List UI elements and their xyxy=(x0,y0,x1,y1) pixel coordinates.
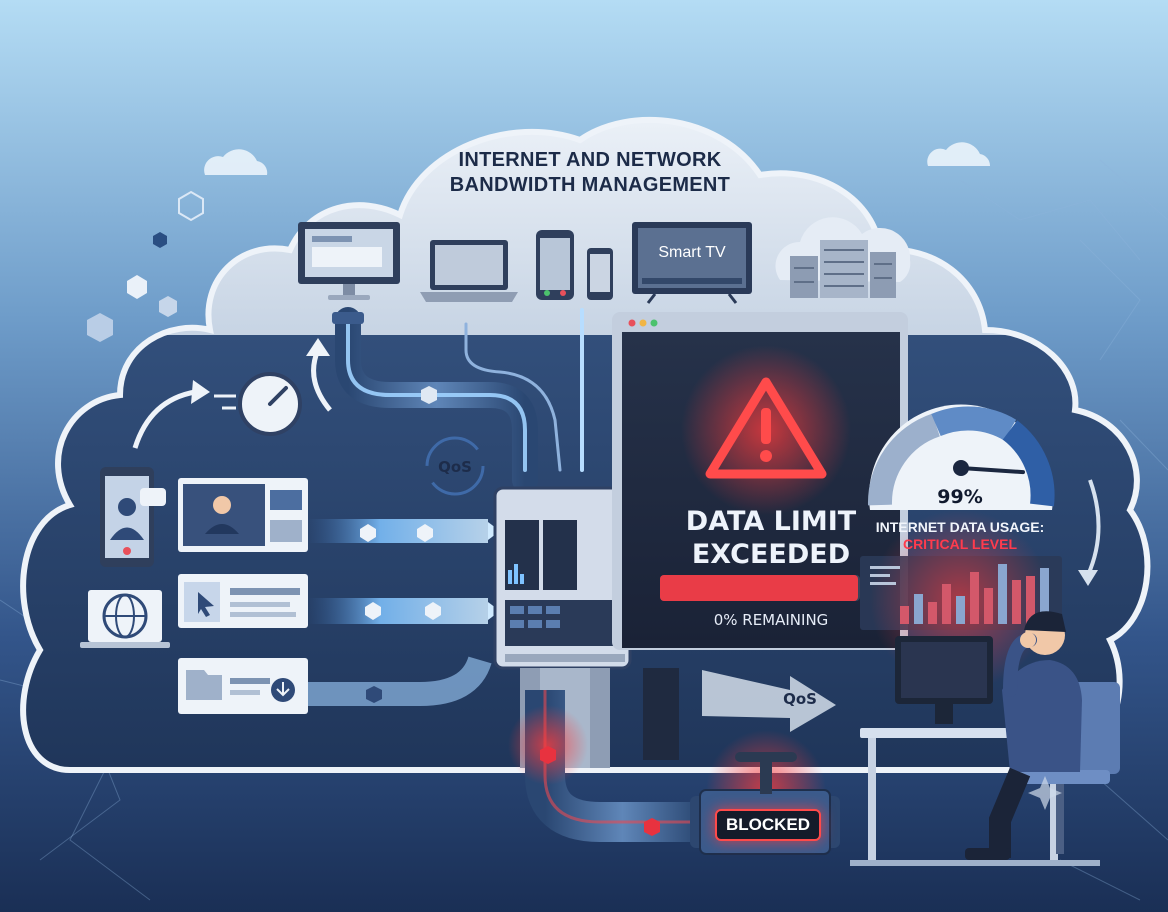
usage-bar xyxy=(928,602,937,624)
usage-bar xyxy=(900,606,909,624)
monitor-icon xyxy=(298,222,400,300)
blocked-label: BLOCKED xyxy=(715,809,821,841)
qos-arrow-label: QoS xyxy=(783,690,817,708)
remaining-label: 0% REMAINING xyxy=(713,611,829,629)
usage-bar xyxy=(1040,568,1049,624)
usage-bar xyxy=(998,564,1007,624)
video-call-icon xyxy=(100,467,166,567)
title-line-2: BANDWIDTH MANAGEMENT xyxy=(449,174,731,196)
warning-line-2: EXCEEDED xyxy=(691,539,851,570)
warning-window xyxy=(612,312,908,650)
usage-bar xyxy=(984,588,993,624)
usage-bar xyxy=(956,596,965,624)
usage-label-line-2: CRITICAL LEVEL xyxy=(902,536,1018,552)
usage-label-line-1: INTERNET DATA USAGE: xyxy=(875,519,1045,535)
speedometer-icon xyxy=(214,372,302,436)
qos-badge-label: QoS xyxy=(438,458,472,476)
warning-triangle-icon xyxy=(705,377,827,479)
gauge-icon xyxy=(867,404,1055,510)
usage-bar xyxy=(942,584,951,624)
usage-bar xyxy=(1012,580,1021,624)
smartphone-icon xyxy=(536,230,613,300)
server-rack-icon xyxy=(775,217,911,298)
person-icon xyxy=(850,611,1120,866)
cursor-icon xyxy=(178,574,308,628)
smart-tv-label: Smart TV xyxy=(658,244,726,261)
download-icon xyxy=(178,658,308,714)
gauge-value: 99% xyxy=(937,486,983,508)
page-title: INTERNET AND NETWORK BANDWIDTH MANAGEMEN… xyxy=(380,148,800,198)
data-limit-warning: DATA LIMIT EXCEEDED xyxy=(640,505,902,571)
smart-tv-icon xyxy=(632,222,752,304)
usage-bar xyxy=(914,594,923,624)
title-line-1: INTERNET AND NETWORK xyxy=(458,149,722,171)
globe-icon xyxy=(80,590,170,648)
usage-label: INTERNET DATA USAGE: CRITICAL LEVEL xyxy=(860,519,1060,553)
usage-bar xyxy=(970,572,979,624)
warning-line-1: DATA LIMIT xyxy=(685,506,857,537)
qos-cycle-icon xyxy=(425,436,485,496)
laptop-icon xyxy=(420,240,518,302)
usage-bar xyxy=(1026,576,1035,624)
